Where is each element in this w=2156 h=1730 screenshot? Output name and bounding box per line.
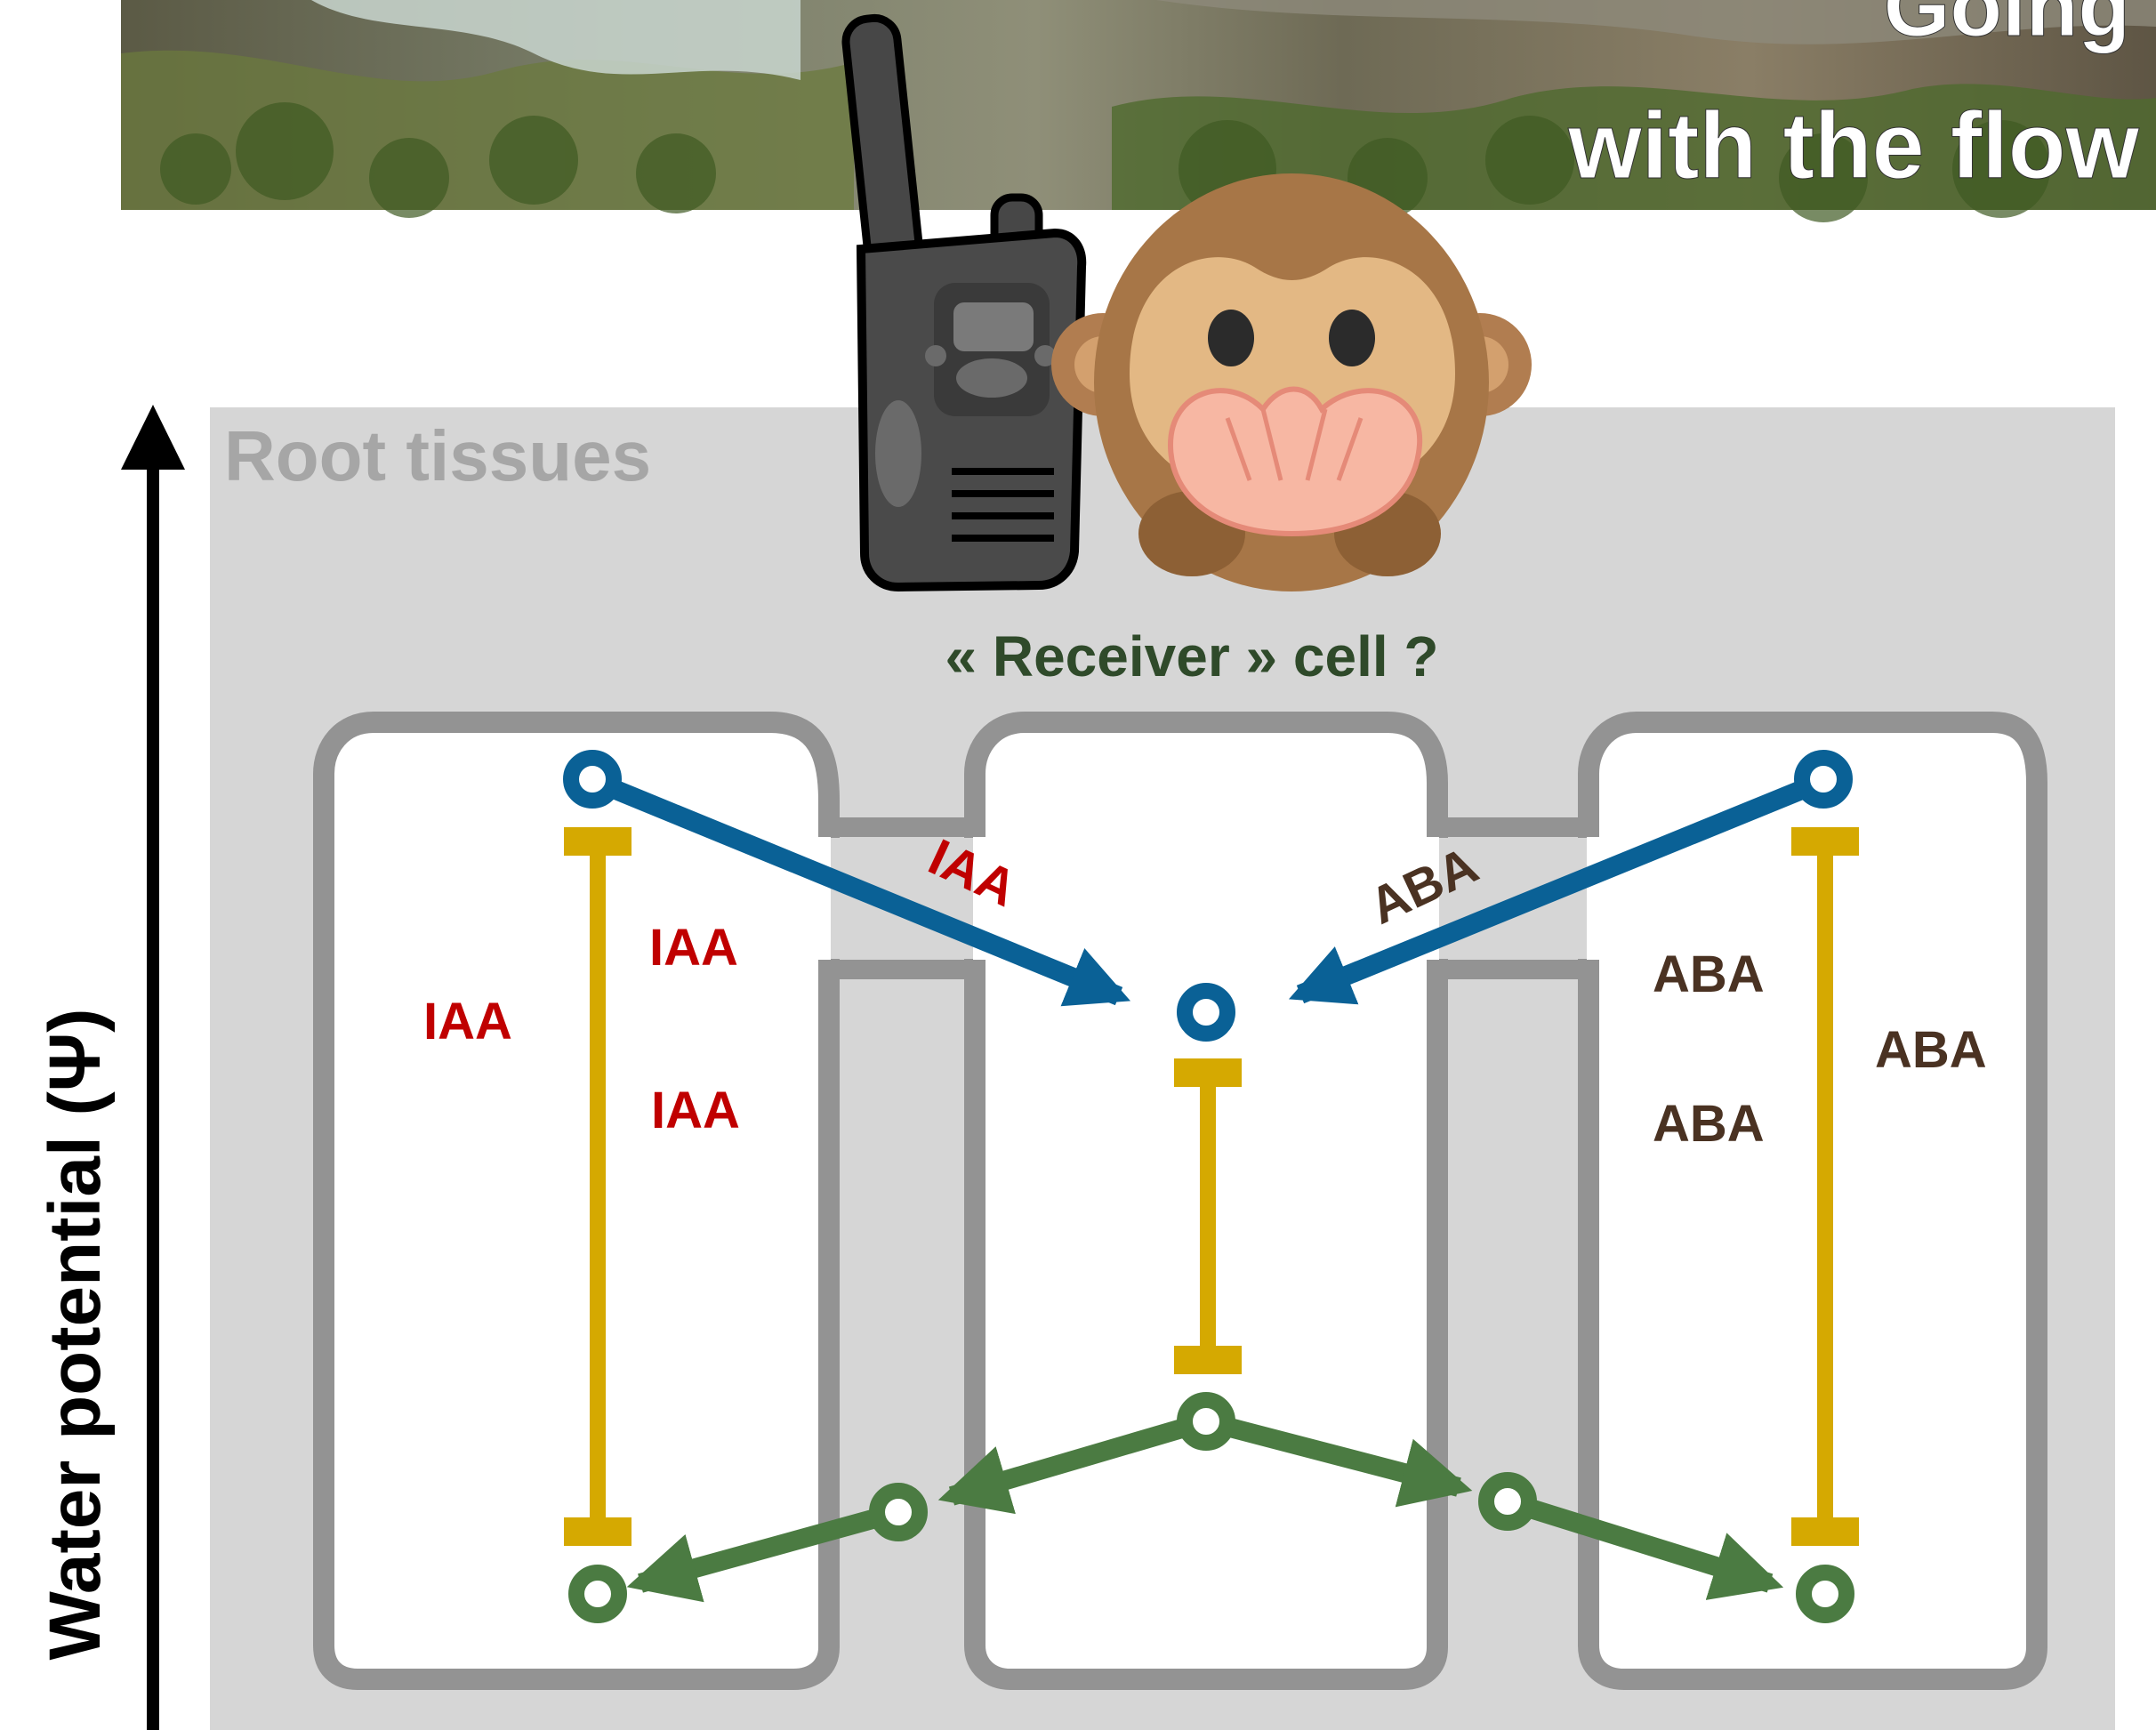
banner-photo — [121, 0, 2156, 222]
yellow-bar-middle — [1174, 1058, 1242, 1374]
banner-title-line2: with the flow — [1567, 93, 2139, 198]
node-receiver — [1177, 983, 1235, 1042]
yellow-bar-right — [1791, 827, 1859, 1546]
node-right-top — [1794, 750, 1853, 809]
banner-title-line1: Going — [1884, 0, 2130, 54]
green-arrows — [626, 1412, 1784, 1603]
blue-arrow-aba — [1288, 771, 1828, 1005]
iaa-label-outer: IAA — [423, 993, 512, 1050]
blue-arrow-iaa — [590, 771, 1131, 1007]
receiver-cell-label: « Receiver » cell ? — [945, 624, 1438, 688]
iaa-label-upper: IAA — [649, 919, 738, 977]
speak-no-evil-monkey-icon — [1051, 173, 1532, 591]
green-nodes — [568, 1392, 1854, 1623]
aba-label-outer: ABA — [1875, 1021, 1987, 1079]
axis-arrowhead-icon — [121, 405, 185, 470]
node-left-top — [563, 750, 622, 809]
blue-nodes — [563, 750, 1853, 1042]
cell-right — [1578, 712, 2047, 1690]
yellow-bar-left — [564, 827, 632, 1546]
cell-left — [313, 712, 840, 1690]
iaa-label-lower: IAA — [651, 1082, 740, 1139]
walkie-talkie-icon — [841, 13, 1087, 592]
root-tissues-label: Root tissues — [224, 416, 651, 495]
axis-label: Water potential (Ψ) — [35, 1009, 116, 1661]
channel-walls — [829, 817, 1589, 979]
yellow-bars — [564, 827, 1859, 1546]
aba-label-lower: ABA — [1653, 1095, 1765, 1153]
aba-label-upper: ABA — [1653, 945, 1765, 1003]
